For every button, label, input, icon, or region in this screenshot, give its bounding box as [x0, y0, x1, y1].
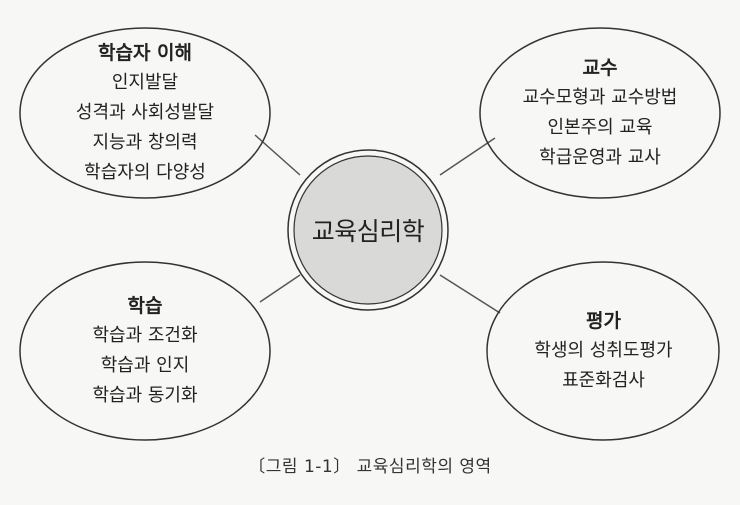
center-label: 교육심리학: [311, 217, 425, 246]
node-title: 학습: [127, 295, 163, 317]
node-instruction: 교수 교수모형과 교수방법 인본주의 교육 학급운영과 교사: [480, 28, 720, 198]
center-circle-outer: [287, 149, 449, 311]
connector-bottom-left: [259, 274, 301, 303]
node-item: 지능과 창의력: [92, 132, 198, 153]
node-item: 표준화검사: [562, 370, 645, 391]
node-title: 평가: [586, 310, 621, 332]
node-item: 학습자의 다양성: [84, 162, 206, 183]
connector-bottom-right: [439, 274, 501, 314]
node-item: 인지발달: [111, 72, 179, 93]
node-item: 학생의 성취도평가: [534, 340, 673, 361]
node-learning: 학습 학습과 조건화 학습과 인지 학습과 동기화: [20, 262, 270, 440]
center-circle-inner: [293, 155, 443, 305]
node-item: 학습과 인지: [100, 355, 190, 376]
ellipse-bottom-right: [486, 261, 720, 441]
node-item: 학습과 조건화: [92, 325, 198, 346]
node-title: 학습자 이해: [97, 42, 192, 64]
ellipse-top-left: [19, 27, 271, 199]
node-item: 학습과 동기화: [92, 385, 198, 406]
node-learner-understanding: 학습자 이해 인지발달 성격과 사회성발달 지능과 창의력 학습자의 다양성: [20, 28, 270, 198]
connector-top-right: [439, 137, 496, 176]
node-title: 교수: [582, 57, 618, 79]
node-item: 교수모형과 교수방법: [522, 87, 678, 108]
node-item: 성격과 사회성발달: [75, 102, 215, 123]
node-evaluation: 평가 학생의 성취도평가 표준화검사: [487, 262, 720, 440]
node-item: 인본주의 교육: [547, 117, 653, 138]
ellipse-bottom-left: [19, 261, 271, 441]
ellipse-top-right: [479, 27, 721, 199]
node-item: 학급운영과 교사: [539, 147, 661, 168]
figure-caption: 〔그림 1-1〕 교육심리학의 영역: [248, 457, 492, 477]
